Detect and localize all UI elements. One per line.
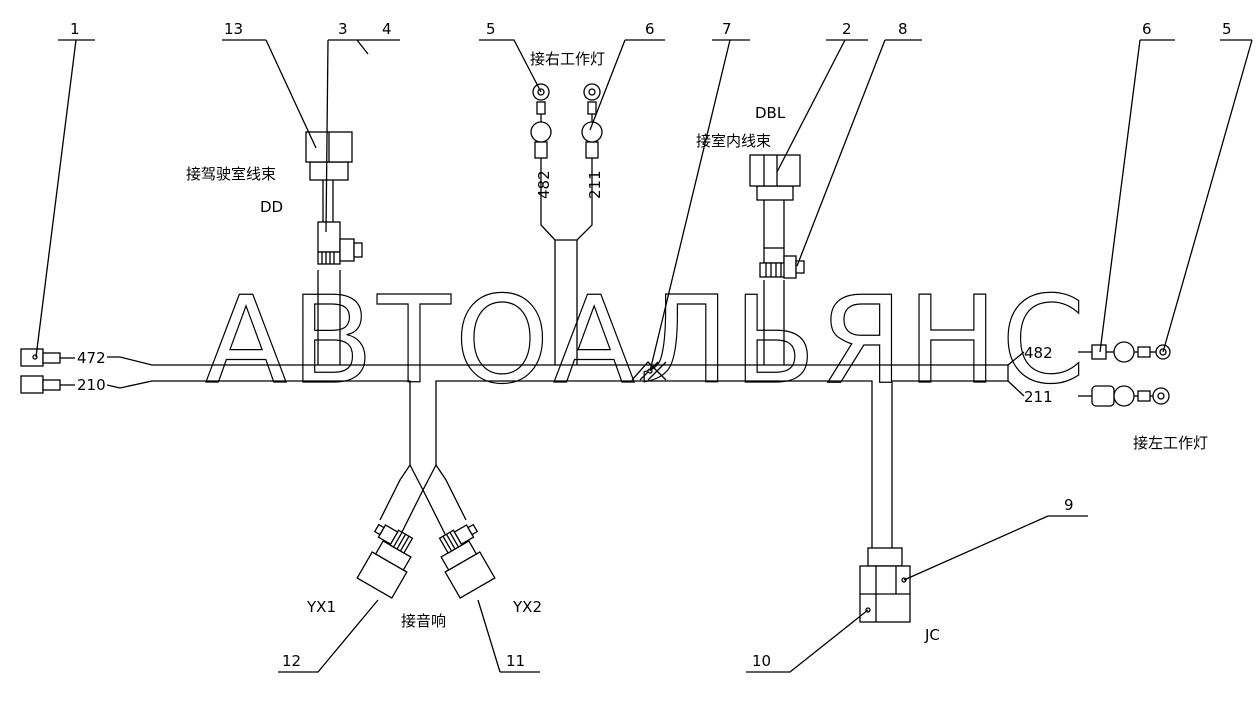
label-dbl: DBL <box>755 104 786 122</box>
callout-12: 12 <box>282 652 301 670</box>
callout-1: 1 <box>70 20 80 38</box>
callout-13: 13 <box>224 20 243 38</box>
wire-label-211-right: 211 <box>1024 388 1053 406</box>
callout-11: 11 <box>506 652 525 670</box>
main-trunk <box>119 356 1009 530</box>
callout-8: 8 <box>898 20 908 38</box>
callout-5-top: 5 <box>486 20 496 38</box>
callouts: 1 13 3 4 5 6 7 2 8 6 5 9 10 <box>35 20 1253 673</box>
callout-9: 9 <box>1064 496 1074 514</box>
callout-6-top: 6 <box>645 20 655 38</box>
wire-label-482-right: 482 <box>1024 344 1053 362</box>
wire-label-472: 472 <box>77 349 106 367</box>
audio-branch: YX1 YX2 接音响 <box>306 464 542 630</box>
clip-7 <box>631 361 667 381</box>
label-yx1: YX1 <box>306 598 336 616</box>
label-jc: JC <box>924 626 940 644</box>
callout-2: 2 <box>842 20 852 38</box>
jc-connector: JC <box>859 530 940 644</box>
callout-7: 7 <box>722 20 732 38</box>
callout-3: 3 <box>338 20 348 38</box>
right-work-light-branch: 482 211 接右工作灯 <box>530 50 605 365</box>
callout-6-right: 6 <box>1142 20 1152 38</box>
wire-label-482-vert: 482 <box>535 170 553 199</box>
label-dd: DD <box>260 198 283 216</box>
label-right-work-light: 接右工作灯 <box>530 50 605 68</box>
wire-label-210: 210 <box>77 376 106 394</box>
label-cab-harness: 接驾驶室线束 <box>186 165 276 183</box>
callout-4: 4 <box>382 20 392 38</box>
label-left-work-light: 接左工作灯 <box>1133 434 1208 452</box>
label-indoor-harness: 接室内线束 <box>696 132 771 150</box>
left-terminal-group: 472 210 <box>20 348 121 394</box>
left-work-light-group: 482 211 接左工作灯 <box>1007 341 1208 452</box>
indoor-harness-branch: DBL 接室内线束 <box>696 104 805 365</box>
label-yx2: YX2 <box>512 598 542 616</box>
callout-10: 10 <box>752 652 771 670</box>
wire-label-211-vert: 211 <box>586 170 604 199</box>
cab-harness-branch: 接驾驶室线束 DD <box>186 131 363 365</box>
watermark: АВТОАЛЬЯНС <box>205 272 1089 411</box>
callout-5-right: 5 <box>1222 20 1232 38</box>
label-audio: 接音响 <box>401 612 446 630</box>
